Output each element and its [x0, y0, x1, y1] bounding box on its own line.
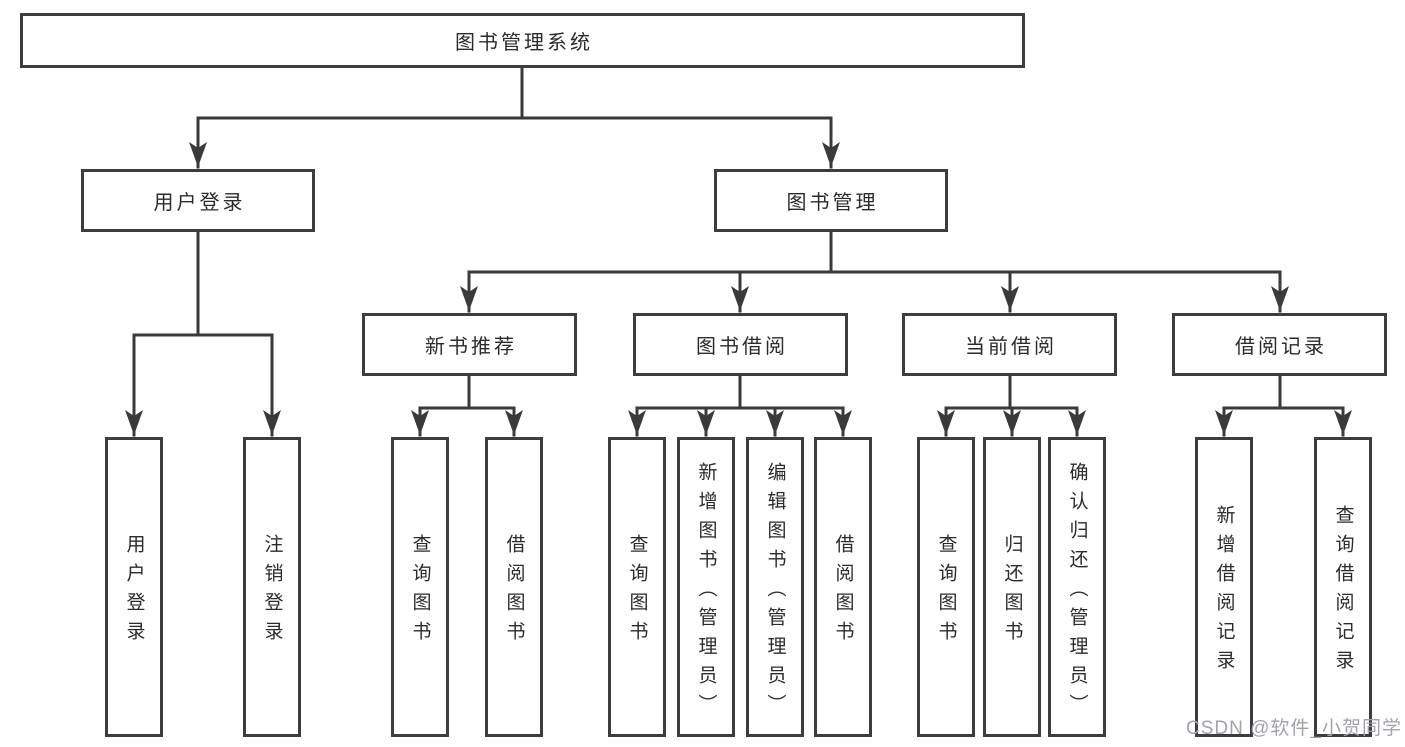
node-label: 借阅图书 — [832, 534, 854, 650]
connector-current-borrowing-children — [937, 374, 1086, 437]
leaf-confirm-return-admin: 确认归还（管理员） — [1048, 437, 1106, 737]
node-current-borrowing: 当前借阅 — [902, 313, 1117, 376]
node-label: 当前借阅 — [965, 336, 1057, 358]
node-label: 图书借阅 — [696, 336, 788, 358]
leaf-borrow-books-recommend: 借阅图书 — [485, 437, 543, 737]
node-label: 归还图书 — [1001, 534, 1023, 650]
leaf-logout: 注销登录 — [243, 437, 301, 737]
connector-new-book-recommend-children — [411, 374, 523, 437]
connector-borrow-records-children — [1215, 374, 1352, 437]
leaf-add-book-admin: 新增图书（管理员） — [677, 437, 735, 737]
connector-book-management-children — [460, 230, 1289, 313]
leaf-return-books: 归还图书 — [983, 437, 1041, 737]
node-new-book-recommend: 新书推荐 — [362, 313, 577, 376]
connector-root-to-level2 — [189, 66, 840, 169]
node-label: 查询图书 — [409, 534, 431, 650]
csdn-watermark: CSDN @软件_小贺同学 — [1186, 718, 1402, 739]
leaf-user-login: 用户登录 — [105, 437, 163, 737]
node-borrow-records: 借阅记录 — [1172, 313, 1387, 376]
leaf-query-books-recommend: 查询图书 — [391, 437, 449, 737]
node-label: 图书管理系统 — [455, 32, 593, 54]
leaf-query-books-current: 查询图书 — [917, 437, 975, 737]
node-library-management-system: 图书管理系统 — [20, 13, 1025, 68]
node-user-login: 用户登录 — [81, 169, 315, 232]
node-label: 新书推荐 — [425, 336, 517, 358]
node-label: 用户登录 — [153, 192, 246, 214]
node-book-management: 图书管理 — [714, 169, 948, 232]
leaf-add-borrow-record: 新增借阅记录 — [1195, 437, 1253, 737]
node-label: 借阅记录 — [1235, 336, 1327, 358]
node-label: 查询图书 — [626, 534, 648, 650]
connector-book-borrowing-children — [628, 374, 852, 437]
node-label: 编辑图书（管理员） — [764, 461, 786, 723]
node-book-borrowing: 图书借阅 — [633, 313, 848, 376]
node-label: 用户登录 — [123, 534, 145, 650]
node-label: 借阅图书 — [503, 534, 525, 650]
node-label: 查询借阅记录 — [1332, 505, 1354, 679]
leaf-borrow-books: 借阅图书 — [814, 437, 872, 737]
connector-user-login-children — [125, 230, 281, 437]
leaf-query-books-borrowing: 查询图书 — [608, 437, 666, 737]
node-label: 查询图书 — [935, 534, 957, 650]
node-label: 注销登录 — [261, 534, 283, 650]
node-label: 新增图书（管理员） — [695, 461, 717, 723]
node-label: 新增借阅记录 — [1213, 505, 1235, 679]
node-label: 确认归还（管理员） — [1066, 461, 1088, 723]
node-label: 图书管理 — [786, 192, 879, 214]
leaf-edit-book-admin: 编辑图书（管理员） — [746, 437, 804, 737]
leaf-query-borrow-record: 查询借阅记录 — [1314, 437, 1372, 737]
